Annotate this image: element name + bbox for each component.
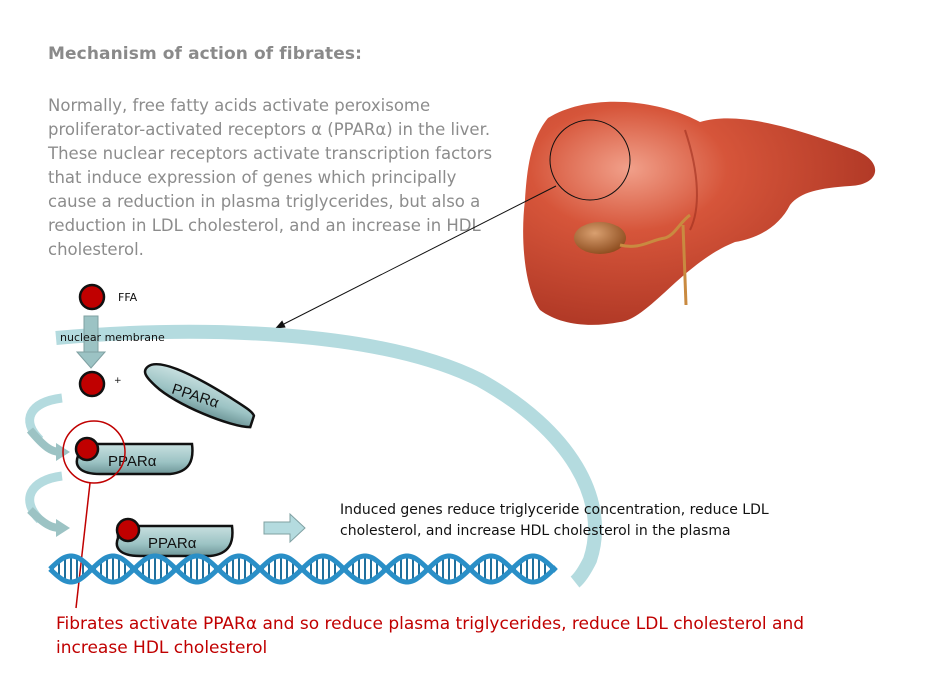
liver-zoom-circle bbox=[549, 119, 631, 201]
ppar-label: PPARα bbox=[148, 535, 197, 552]
ppar-receptor-bound: PPARα bbox=[74, 436, 194, 476]
page-title: Mechanism of action of fibrates: bbox=[48, 44, 362, 64]
dna-helix bbox=[48, 553, 558, 585]
dna-strand bbox=[48, 553, 558, 585]
gallbladder-shape bbox=[574, 222, 626, 254]
ffa-label: FFA bbox=[118, 291, 138, 304]
ffa-entry-arrow bbox=[75, 315, 107, 369]
intro-paragraph: Normally, free fatty acids activate pero… bbox=[48, 96, 493, 259]
ppar-receptor-dna-bound: PPARα bbox=[115, 517, 234, 558]
ppar-label: PPARα bbox=[108, 453, 157, 470]
nuclear-membrane bbox=[55, 324, 602, 588]
liver-shape bbox=[523, 101, 876, 325]
ffa-molecule-icon bbox=[78, 283, 106, 311]
callout-line bbox=[75, 482, 91, 609]
conclusion-text: Fibrates activate PPARα and so reduce pl… bbox=[56, 614, 805, 658]
callout-circle bbox=[62, 420, 126, 484]
nuclear-membrane-label: nuclear membrane bbox=[60, 331, 165, 344]
plus-sign: + bbox=[114, 376, 122, 386]
ppar-receptor-free: PPARα bbox=[143, 363, 256, 429]
ffa-molecule-icon bbox=[74, 436, 100, 462]
liver-illustration bbox=[523, 101, 876, 325]
curved-arrowhead-icon bbox=[56, 519, 70, 537]
induced-genes-text: Induced genes reduce triglyceride concen… bbox=[340, 502, 769, 539]
ffa-molecule-icon bbox=[115, 517, 141, 543]
ffa-molecule-icon bbox=[78, 370, 106, 398]
right-arrow-icon bbox=[263, 512, 306, 544]
liver-pointer-arrow bbox=[275, 185, 557, 329]
